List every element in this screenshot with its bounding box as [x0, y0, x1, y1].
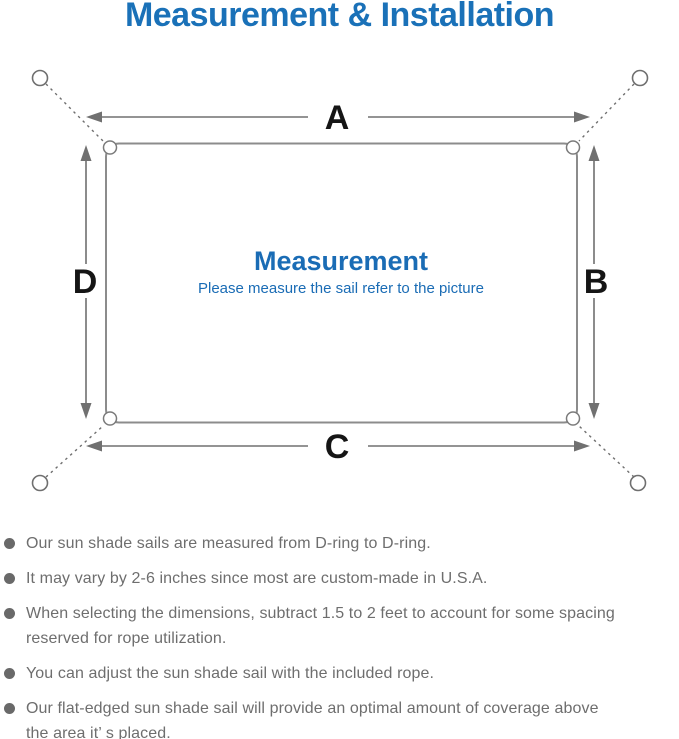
dimension-label-a: A: [325, 99, 350, 137]
arrowhead-up-icon: [80, 145, 92, 161]
list-item: When selecting the dimensions, subtract …: [4, 601, 674, 651]
sail-center-subtitle: Please measure the sail refer to the pic…: [198, 280, 484, 297]
d-ring-top-left-icon: [102, 140, 118, 155]
dimension-arrow-right: [588, 145, 600, 419]
bullet-icon: [4, 608, 15, 619]
d-ring-top-right-icon: [565, 140, 581, 155]
dimension-arrow-left: [80, 145, 92, 419]
anchor-ring-top-right-icon: [631, 69, 649, 87]
bullet-icon: [4, 573, 15, 584]
arrowhead-down-icon: [588, 403, 600, 419]
bullet-icon: [4, 668, 15, 679]
anchor-ring-bottom-left-icon: [31, 474, 49, 492]
bullet-icon: [4, 703, 15, 714]
d-ring-bottom-right-icon: [565, 411, 581, 426]
list-item: You can adjust the sun shade sail with t…: [4, 661, 674, 686]
list-item: Our flat-edged sun shade sail will provi…: [4, 696, 674, 739]
note-text: It may vary by 2-6 inches since most are…: [26, 570, 488, 587]
sail-outline: [105, 142, 578, 424]
tie-line-top-left: [45, 83, 104, 142]
list-item: It may vary by 2-6 inches since most are…: [4, 566, 674, 591]
note-text: You can adjust the sun shade sail with t…: [26, 665, 435, 682]
tie-line-bottom-right: [578, 425, 635, 478]
anchor-ring-bottom-right-icon: [629, 474, 647, 492]
tie-line-bottom-left: [45, 425, 104, 478]
dimension-label-d: D: [73, 263, 98, 301]
bullet-icon: [4, 538, 15, 549]
arrowhead-down-icon: [80, 403, 92, 419]
d-ring-bottom-left-icon: [102, 411, 118, 426]
dimension-arrow-top: [86, 111, 590, 123]
dimension-label-c: C: [325, 428, 350, 466]
dimension-arrow-bottom: [86, 440, 590, 452]
arrowhead-right-icon: [574, 111, 590, 123]
page-title: Measurement & Installation: [124, 0, 555, 34]
note-text: Our flat-edged sun shade sail will provi…: [26, 700, 599, 739]
anchor-ring-top-left-icon: [31, 69, 49, 87]
note-text: Our sun shade sails are measured from D-…: [26, 535, 431, 552]
arrowhead-left-icon: [86, 111, 102, 123]
note-text: When selecting the dimensions, subtract …: [26, 605, 615, 647]
notes-list: Our sun shade sails are measured from D-…: [4, 531, 674, 739]
arrowhead-right-icon: [574, 440, 590, 452]
tie-line-top-right: [578, 83, 635, 142]
arrowhead-up-icon: [588, 145, 600, 161]
sail-center-title: Measurement: [254, 246, 428, 276]
arrowhead-left-icon: [86, 440, 102, 452]
list-item: Our sun shade sails are measured from D-…: [4, 531, 674, 556]
measurement-diagram: A C D B Measurement Please measure the s…: [31, 69, 649, 492]
dimension-label-b: B: [584, 263, 609, 301]
